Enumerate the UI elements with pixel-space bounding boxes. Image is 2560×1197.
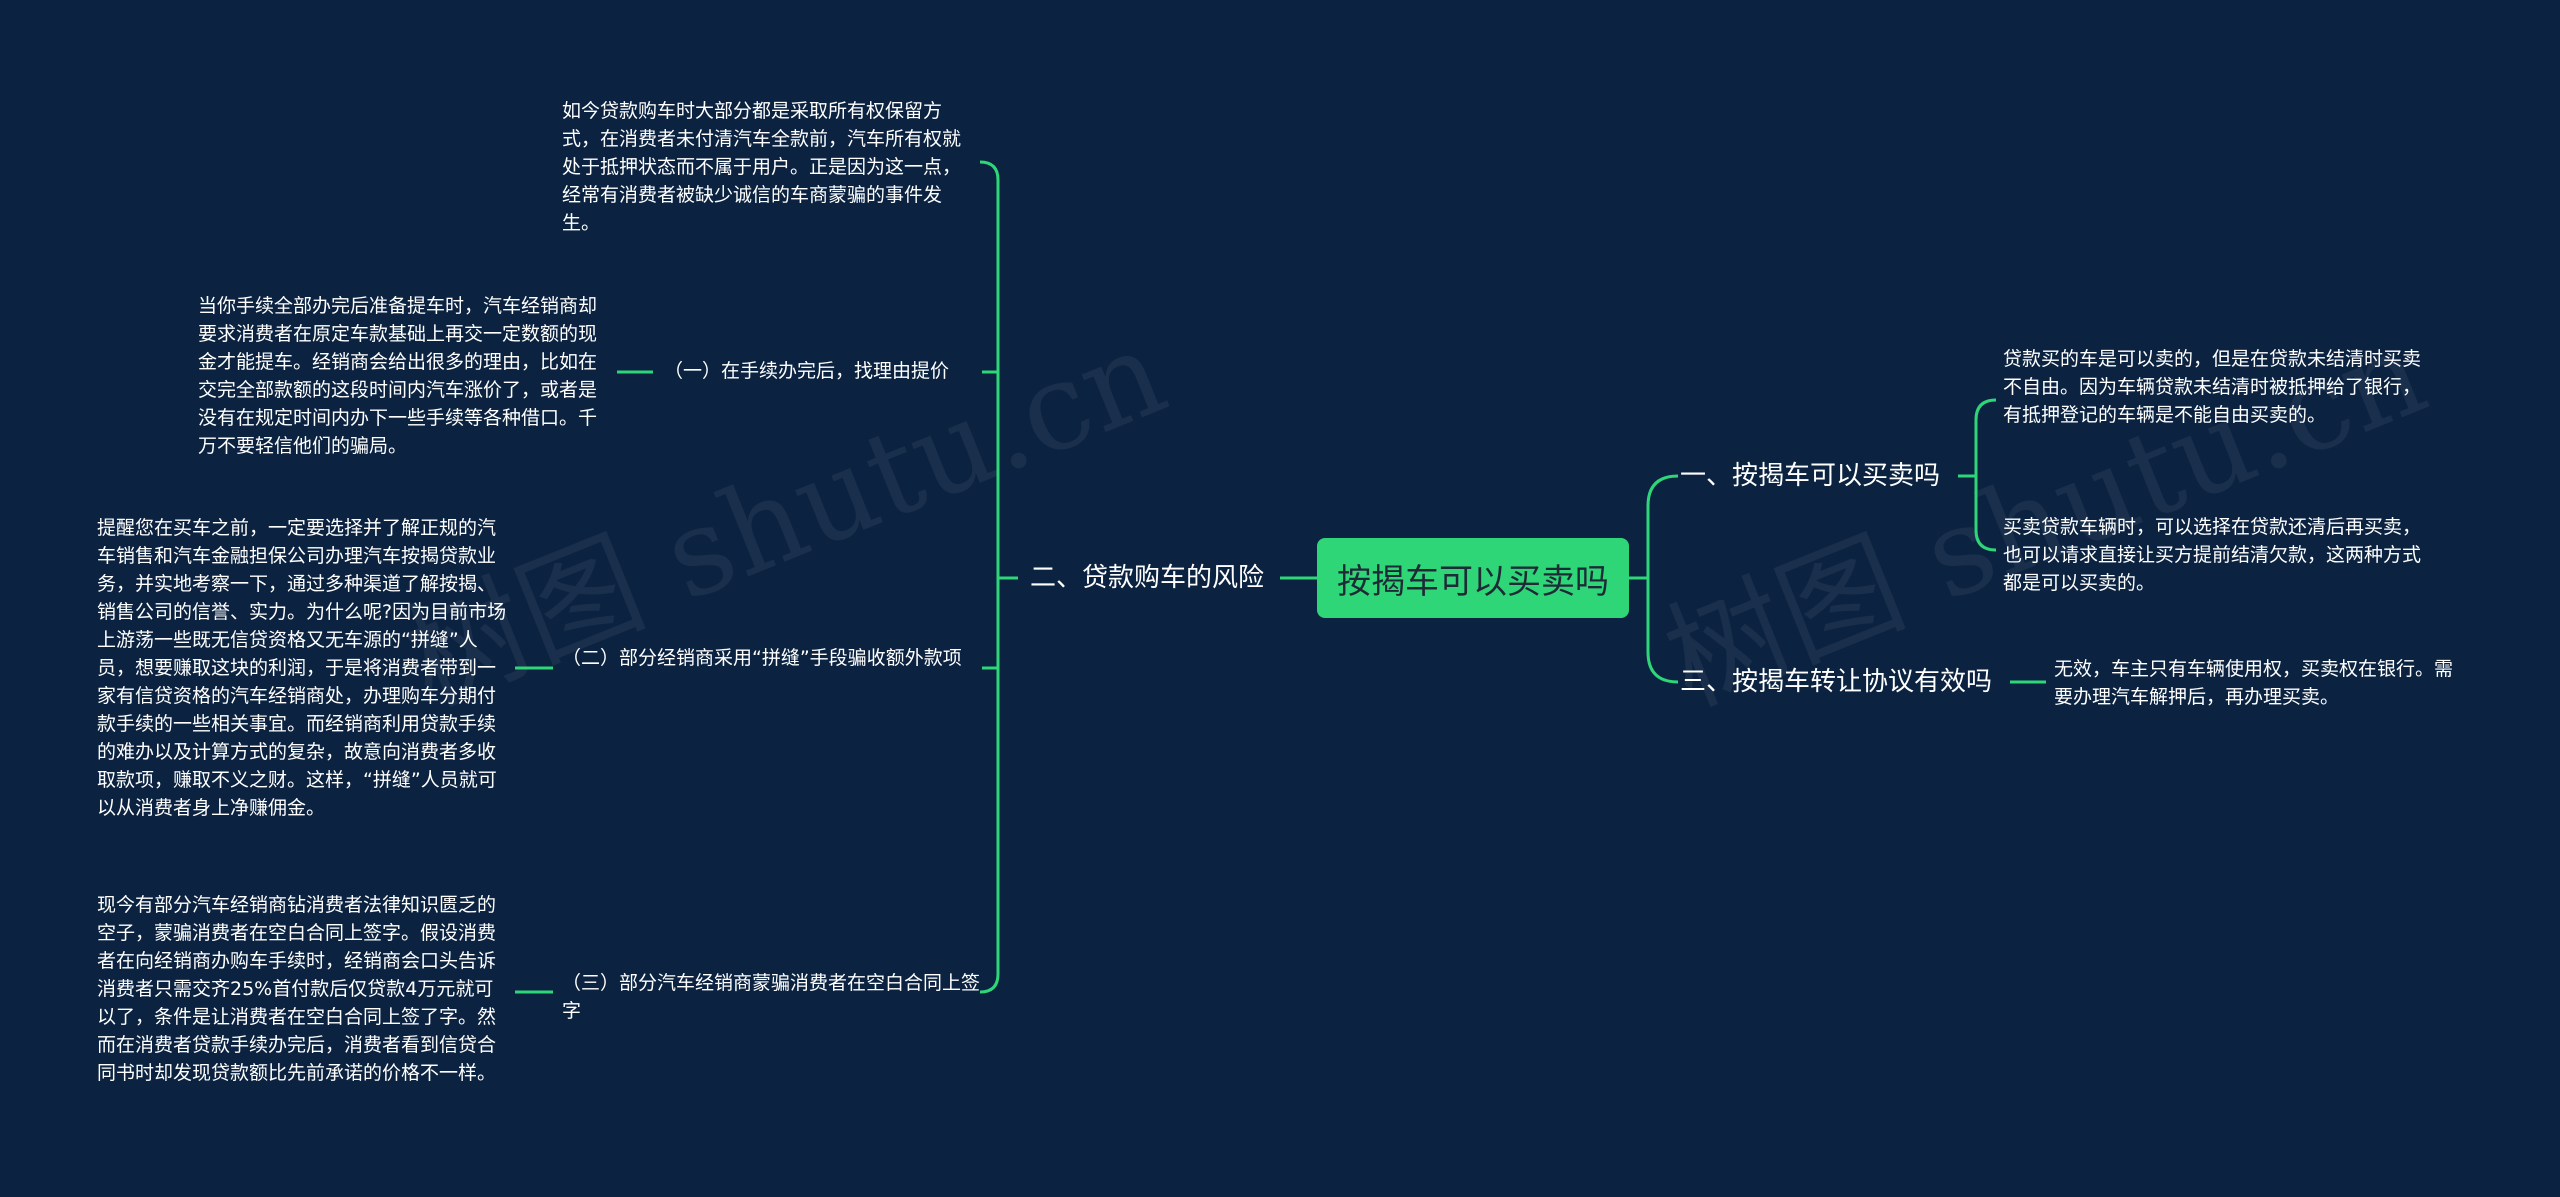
branch-can-trade[interactable]: 一、按揭车可以买卖吗	[1680, 463, 1940, 489]
risk-item-2-label: （二）部分经销商采用“拼缝”手段骗收额外款项	[562, 647, 962, 669]
branch-agreement-valid-label: 三、按揭车转让协议有效吗	[1680, 667, 1993, 697]
branch-can-trade-label: 一、按揭车可以买卖吗	[1680, 461, 1941, 491]
risk-item-2-detail: 提醒您在买车之前，一定要选择并了解正规的汽车销售和汽车金融担保公司办理汽车按揭贷…	[97, 517, 507, 819]
risks-intro-text: 如今贷款购车时大部分都是采取所有权保留方式，在消费者未付清汽车全款前，汽车所有权…	[562, 100, 962, 234]
can-trade-leaf-2: 买卖贷款车辆时，可以选择在贷款还清后再买卖，也可以请求直接让买方提前结清欠款，这…	[2003, 516, 2422, 594]
connector-right-spine	[1646, 474, 1679, 684]
risk-item-3[interactable]: （三）部分汽车经销商蒙骗消费者在空白合同上签字	[562, 969, 982, 1025]
root-node[interactable]: 按揭车可以买卖吗	[1317, 538, 1629, 618]
can-trade-leaf-1: 贷款买的车是可以卖的，但是在贷款未结清时买卖不自由。因为车辆贷款未结清时被抵押给…	[2003, 348, 2422, 426]
branch-risks-label: 二、贷款购车的风险	[1030, 563, 1265, 593]
risk-item-3-detail: 现今有部分汽车经销商钻消费者法律知识匮乏的空子，蒙骗消费者在空白合同上签字。假设…	[97, 894, 497, 1084]
risk-item-1[interactable]: （一）在手续办完后，找理由提价	[664, 357, 984, 385]
risk-item-3-label: （三）部分汽车经销商蒙骗消费者在空白合同上签字	[562, 972, 981, 1022]
risk-item-2[interactable]: （二）部分经销商采用“拼缝”手段骗收额外款项	[562, 644, 982, 672]
connector-left-spine	[979, 160, 1000, 994]
agreement-valid-leaf-1: 无效，车主只有车辆使用权，买卖权在银行。需要办理汽车解押后，再办理买卖。	[2054, 658, 2454, 708]
branch-agreement-valid[interactable]: 三、按揭车转让协议有效吗	[1680, 669, 1992, 695]
risk-item-1-detail: 当你手续全部办完后准备提车时，汽车经销商却要求消费者在原定车款基础上再交一定数额…	[198, 295, 598, 457]
root-label: 按揭车可以买卖吗	[1337, 561, 1609, 602]
branch-risks[interactable]: 二、贷款购车的风险	[1030, 565, 1264, 591]
connector-r1-bracket	[1974, 398, 1997, 552]
risk-item-1-label: （一）在手续办完后，找理由提价	[664, 360, 950, 382]
